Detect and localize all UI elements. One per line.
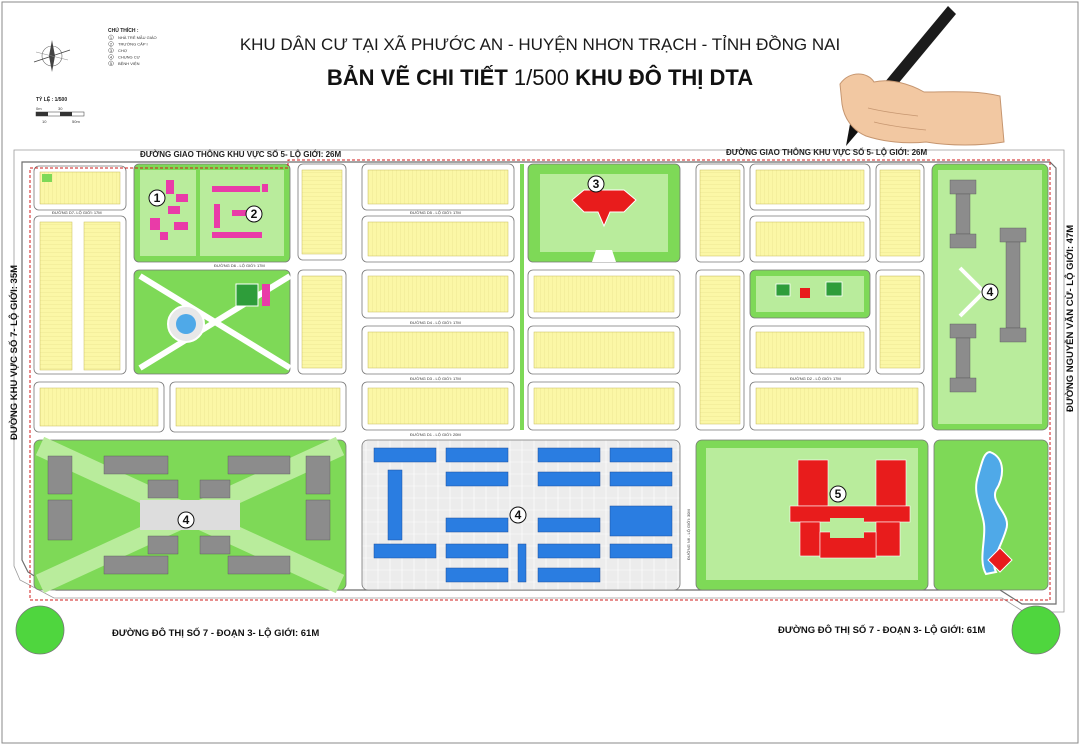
legend-item-marker [108,41,114,47]
roundabout-right [1011,605,1061,655]
road-d7: ĐƯỜNG D7- LỘ GIỚI: 17M [52,210,102,215]
area-number-market: 3 [593,177,600,191]
legend-item-number: 3 [110,48,113,53]
road-n6: ĐƯỜNG N6 - LỘ GIỚI: 30M [686,509,691,560]
park-fountain [176,314,196,334]
north-arrow-icon [33,40,71,72]
road-d2: ĐƯỜNG D2 - LỘ GIỚI: 17M [790,376,841,381]
scale-tick-0m: 0m [36,106,42,111]
area-number-apartments-center: 4 [515,508,522,522]
legend-item-number: 4 [110,55,113,60]
apartments-center-buildings [373,447,673,583]
area-number-apartments-left: 4 [183,513,190,527]
area-number-hospital: 5 [835,487,842,501]
market-building [571,189,637,228]
area-number-school: 2 [251,207,258,221]
road-bottom-right: ĐƯỜNG ĐÔ THỊ SỐ 7 - ĐOẠN 3- LỘ GIỚI: 61M [778,624,985,636]
legend: CHÚ THÍCH : 1 NHÀ TRẺ MẪU GIÁO 2 TRƯỜNG CẤP… [108,26,157,67]
road-left: ĐƯỜNG KHU VỰC SỐ 7- LỘ GIỚI: 35M [8,265,20,440]
title-line-2: BẢN VẼ CHI TIẾT 1/500 KHU ĐÔ THỊ DTA [327,65,753,90]
lake [975,450,1009,576]
road-d5: ĐƯỜNG D5 - LỘ GIỚI: 17M [410,210,461,215]
legend-item-number: 1 [110,35,113,40]
road-d3: ĐƯỜNG D3 - LỘ GIỚI: 17M [410,376,461,381]
road-bottom-left: ĐƯỜNG ĐÔ THỊ SỐ 7 - ĐOẠN 3- LỘ GIỚI: 61M [112,627,319,639]
scale-label: TỶ LỆ : 1/500 [36,95,67,103]
area-number-kindergarten: 1 [154,191,161,205]
scale-tick-50m: 50m [72,119,80,124]
roundabout-left [15,605,65,655]
legend-item-number: 2 [110,42,113,47]
scale-tick-10: 10 [42,119,47,124]
legend-heading: CHÚ THÍCH : [108,26,139,34]
road-d6: ĐƯỜNG D6 - LỘ GIỚI: 17M [214,263,265,268]
legend-item-marker [108,60,114,67]
kindergarten-buildings [150,180,188,240]
legend-item-label: CHUNG CƯ [118,55,141,60]
legend-item-label: TRƯỜNG CẤP I [118,42,148,47]
road-top-right: ĐƯỜNG GIAO THÔNG KHU VỰC SỐ 5- LỘ GIỚI: … [726,147,927,157]
road-top-left: ĐƯỜNG GIAO THÔNG KHU VỰC SỐ 5- LỘ GIỚI: … [140,149,341,159]
scale-bar: TỶ LỆ : 1/500 0m 30 10 50m [35,95,85,124]
scale-tick-30: 30 [58,106,63,111]
project-boundary [29,159,1051,601]
hand-pen-icon [839,6,1005,146]
legend-item-label: BỆNH VIỆN [118,61,140,66]
legend-item-number: 5 [110,61,113,66]
road-right: ĐƯỜNG NGUYỄN VĂN CỪ- LỘ GIỚI: 47M [1064,225,1076,412]
area-number-apartments-right: 4 [987,285,994,299]
road-d4: ĐƯỜNG D4 - LỘ GIỚI: 17M [410,320,461,325]
title-line-1: KHU DÂN CƯ TẠI XÃ PHƯỚC AN - HUYỆN NHƠN … [240,35,840,54]
legend-item-marker [108,34,114,41]
road-d1: ĐƯỜNG D1 - LỘ GIỚI: 20M [410,432,461,437]
center-lot-blocks [361,163,681,431]
legend-item-label: CHỢ [118,48,128,53]
legend-item-marker [108,47,114,54]
legend-item-label: NHÀ TRẺ MẪU GIÁO [118,35,157,40]
legend-item-marker [108,54,114,60]
